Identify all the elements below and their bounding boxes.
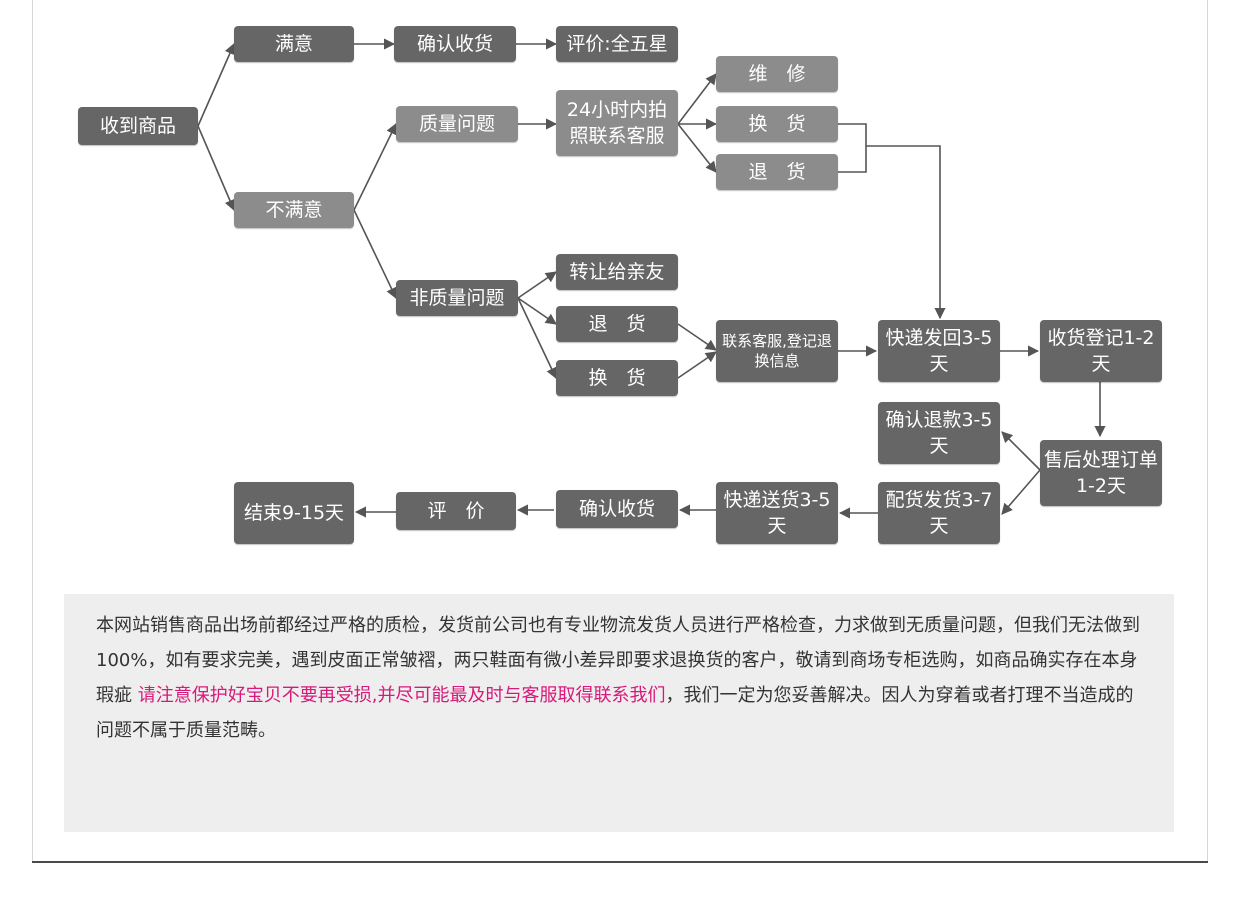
connector-unsatisfied-quality	[353, 122, 397, 211]
node-express-deliver: 快递送货3-5天	[716, 482, 838, 544]
connector-received-satisfied	[197, 42, 236, 127]
connector-return-register	[677, 323, 717, 351]
connector-nonquality-exchange	[517, 297, 557, 380]
node-express-back: 快递发回3-5天	[878, 320, 1000, 382]
connector-aftersales-ship	[1001, 469, 1041, 515]
note-text-after: ，我们一定为您妥善解决。因人为穿着或者打理不当造成的问题不属于质量范畴。	[96, 685, 1134, 741]
node-confirm-receipt-bottom: 确认收货	[556, 490, 678, 528]
node-quality-issue: 质量问题	[396, 106, 518, 142]
note-text-before: 本网站销售商品出场前都经过严格的质检，发货前公司也有专业物流发货人员进行严格检查…	[96, 615, 1140, 706]
note-highlight: 请注意保护好宝贝不要再受损,并尽可能最及时与客服取得联系我们	[137, 685, 666, 706]
node-rate-five-star: 评价:全五星	[556, 26, 678, 62]
connector-unsatisfied-nonquality	[353, 209, 397, 300]
connector-bracket-down	[866, 145, 946, 320]
connector-nonquality-transfer	[517, 271, 557, 299]
flow-connectors	[197, 38, 1106, 519]
node-exchange-non-quality: 换 货	[556, 360, 678, 396]
connector-contact-repair	[677, 73, 717, 125]
node-return-non-quality: 退 货	[556, 306, 678, 342]
node-confirm-refund: 确认退款3-5天	[878, 402, 1000, 464]
note-panel: 本网站销售商品出场前都经过严格的质检，发货前公司也有专业物流发货人员进行严格检查…	[64, 594, 1174, 832]
node-received-goods: 收到商品	[78, 107, 198, 145]
bottom-divider	[32, 861, 1208, 863]
node-non-quality-issue: 非质量问题	[396, 280, 518, 316]
node-end: 结束9-15天	[234, 482, 354, 544]
node-return-quality: 退 货	[716, 154, 838, 190]
node-ship-goods: 配货发货3-7天	[878, 482, 1000, 544]
note-text: 本网站销售商品出场前都经过严格的质检，发货前公司也有专业物流发货人员进行严格检查…	[96, 608, 1142, 748]
node-unsatisfied: 不满意	[234, 192, 354, 228]
node-satisfied: 满意	[234, 26, 354, 62]
node-review: 评 价	[396, 492, 516, 530]
node-repair: 维 修	[716, 56, 838, 92]
content-frame	[32, 0, 1208, 862]
connector-aftersales-refund	[1001, 431, 1041, 471]
node-after-sales: 售后处理订单1-2天	[1040, 440, 1162, 506]
node-confirm-receipt-top: 确认收货	[394, 26, 516, 62]
node-transfer-friend: 转让给亲友	[556, 254, 678, 290]
connector-received-unsatisfied	[197, 125, 236, 212]
connector-exchange-register	[677, 351, 717, 379]
connector-contact-return	[677, 123, 717, 173]
connector-bracket-quality	[838, 123, 867, 173]
node-contact-24h: 24小时内拍照联系客服	[556, 90, 678, 156]
connector-nonquality-return	[517, 297, 557, 325]
node-contact-register: 联系客服,登记退换信息	[716, 320, 838, 382]
node-exchange-quality: 换 货	[716, 106, 838, 142]
node-receive-register: 收货登记1-2天	[1040, 320, 1162, 382]
